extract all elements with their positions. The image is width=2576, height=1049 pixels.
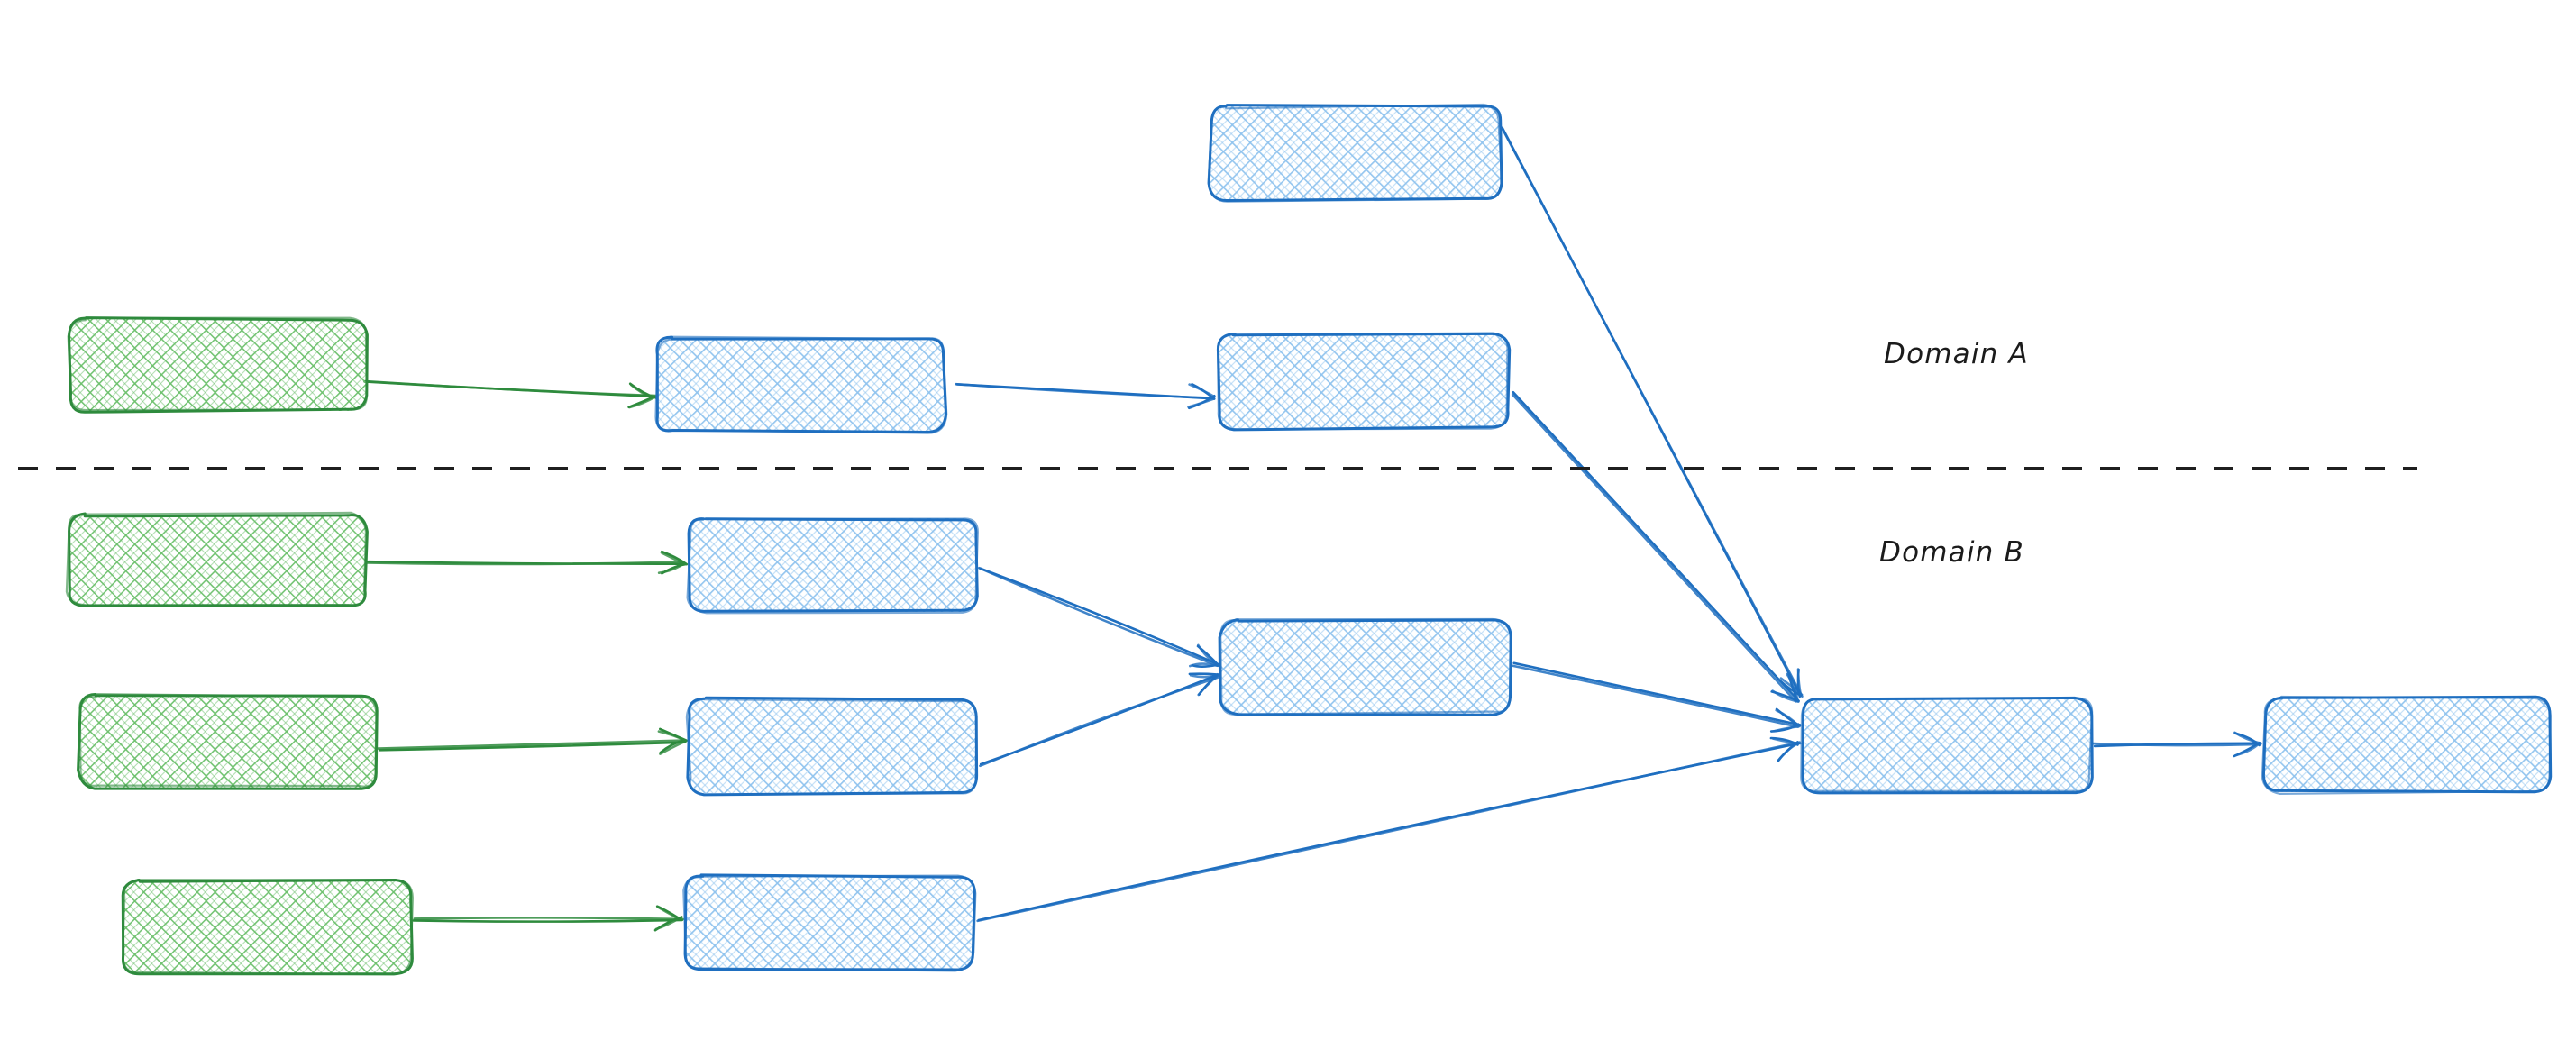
edge-n-src-b2-to-n-mid-b2 <box>376 727 688 755</box>
nodes-layer <box>65 103 2553 976</box>
node-n-mid-a1[interactable] <box>654 335 948 434</box>
edge-n-top-a-to-n-target <box>1500 126 1804 698</box>
edge-n-src-b3-to-n-mid-b4 <box>412 905 684 932</box>
edge-n-mid-b4-to-n-target <box>976 736 1802 923</box>
node-n-src-b3[interactable] <box>121 878 415 976</box>
node-n-mid-a2[interactable] <box>1216 332 1512 432</box>
node-n-mid-b1[interactable] <box>686 517 979 615</box>
node-n-mid-b2[interactable] <box>685 696 979 797</box>
edge-n-mid-a2-to-n-target <box>1511 390 1800 703</box>
node-n-src-b1[interactable] <box>65 511 369 607</box>
label-domain-a: Domain A <box>1884 338 2029 370</box>
node-n-top-a[interactable] <box>1207 103 1503 203</box>
node-n-mid-b4[interactable] <box>682 873 977 972</box>
edge-n-mid-b2-to-n-mid-b3 <box>979 672 1220 768</box>
label-domain-b: Domain B <box>1879 536 2024 569</box>
node-n-target[interactable] <box>1800 696 2094 795</box>
edge-n-target-to-n-final <box>2092 731 2262 758</box>
node-n-final[interactable] <box>2261 695 2553 796</box>
edge-n-src-b1-to-n-mid-b1 <box>365 550 689 575</box>
edge-n-mid-b3-to-n-target <box>1511 661 1802 733</box>
edge-n-mid-a1-to-n-mid-a2 <box>955 382 1216 410</box>
node-n-mid-b3[interactable] <box>1218 617 1512 716</box>
edge-n-mid-b1-to-n-mid-b3 <box>978 566 1220 668</box>
labels-layer: Domain A Domain B <box>1879 338 2029 569</box>
node-n-src-b2[interactable] <box>77 693 379 790</box>
edges-layer <box>363 126 2262 932</box>
edge-n-src-a1-to-n-mid-a1 <box>363 379 658 409</box>
node-n-src-a1[interactable] <box>67 316 369 414</box>
